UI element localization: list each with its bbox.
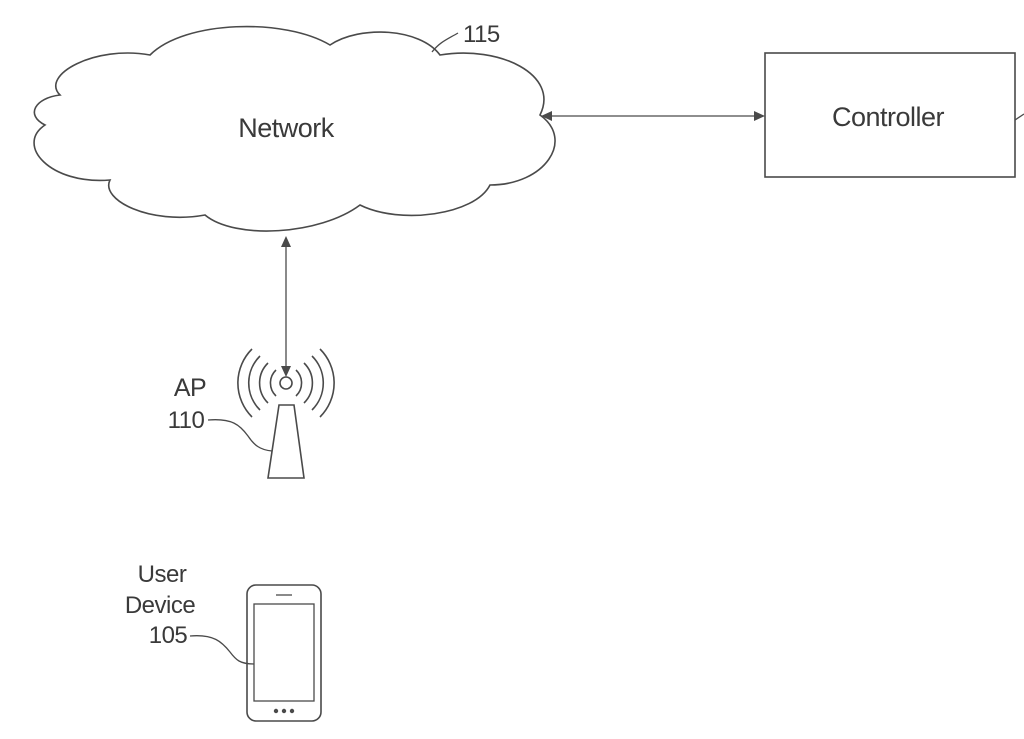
ap-wave-left-3 (247, 355, 261, 411)
ap-wave-right-2 (303, 362, 314, 404)
controller-ref-leader (1014, 113, 1024, 121)
phone-body (246, 584, 322, 722)
ap-wave-right-4 (319, 348, 335, 418)
controller-label: Controller (832, 102, 945, 132)
phone-button-dot-1 (273, 708, 279, 714)
network-label: Network (238, 113, 335, 143)
network-ap-link (281, 236, 291, 377)
arrowhead-up-icon (281, 236, 291, 247)
access-point-icon (237, 348, 335, 479)
phone-button-dot-3 (289, 708, 295, 714)
user-device-label-line2: Device (125, 592, 196, 619)
ap-label: AP (174, 374, 206, 402)
network-ref-label: 115 (463, 21, 500, 48)
phone-screen (253, 603, 315, 702)
arrowhead-left-icon (541, 111, 552, 121)
ap-wave-right-1 (295, 369, 303, 397)
user-device-label-line1: User (138, 561, 187, 588)
arrowhead-right-icon (754, 111, 765, 121)
ap-wave-left-1 (269, 369, 277, 397)
ap-ref-leader (207, 419, 273, 452)
controller-box: Controller (764, 52, 1024, 178)
network-cloud: Network (33, 25, 556, 232)
user-device-ref-label: 105 (149, 622, 188, 649)
network-ref-leader (431, 32, 459, 53)
user-device-ref-leader (189, 635, 255, 665)
ap-wave-right-3 (311, 355, 325, 411)
network-controller-link (541, 111, 765, 121)
ap-wave-left-2 (258, 362, 269, 404)
ap-tower (267, 404, 305, 479)
phone-button-dot-2 (281, 708, 287, 714)
ap-wave-left-4 (237, 348, 253, 418)
arrowhead-down-icon (281, 366, 291, 377)
network-cloud-outline (33, 25, 556, 232)
ap-antenna-tip (279, 376, 293, 390)
user-device-icon (246, 584, 322, 722)
controller-box-outline (764, 52, 1016, 178)
ap-ref-label: 110 (168, 407, 205, 434)
